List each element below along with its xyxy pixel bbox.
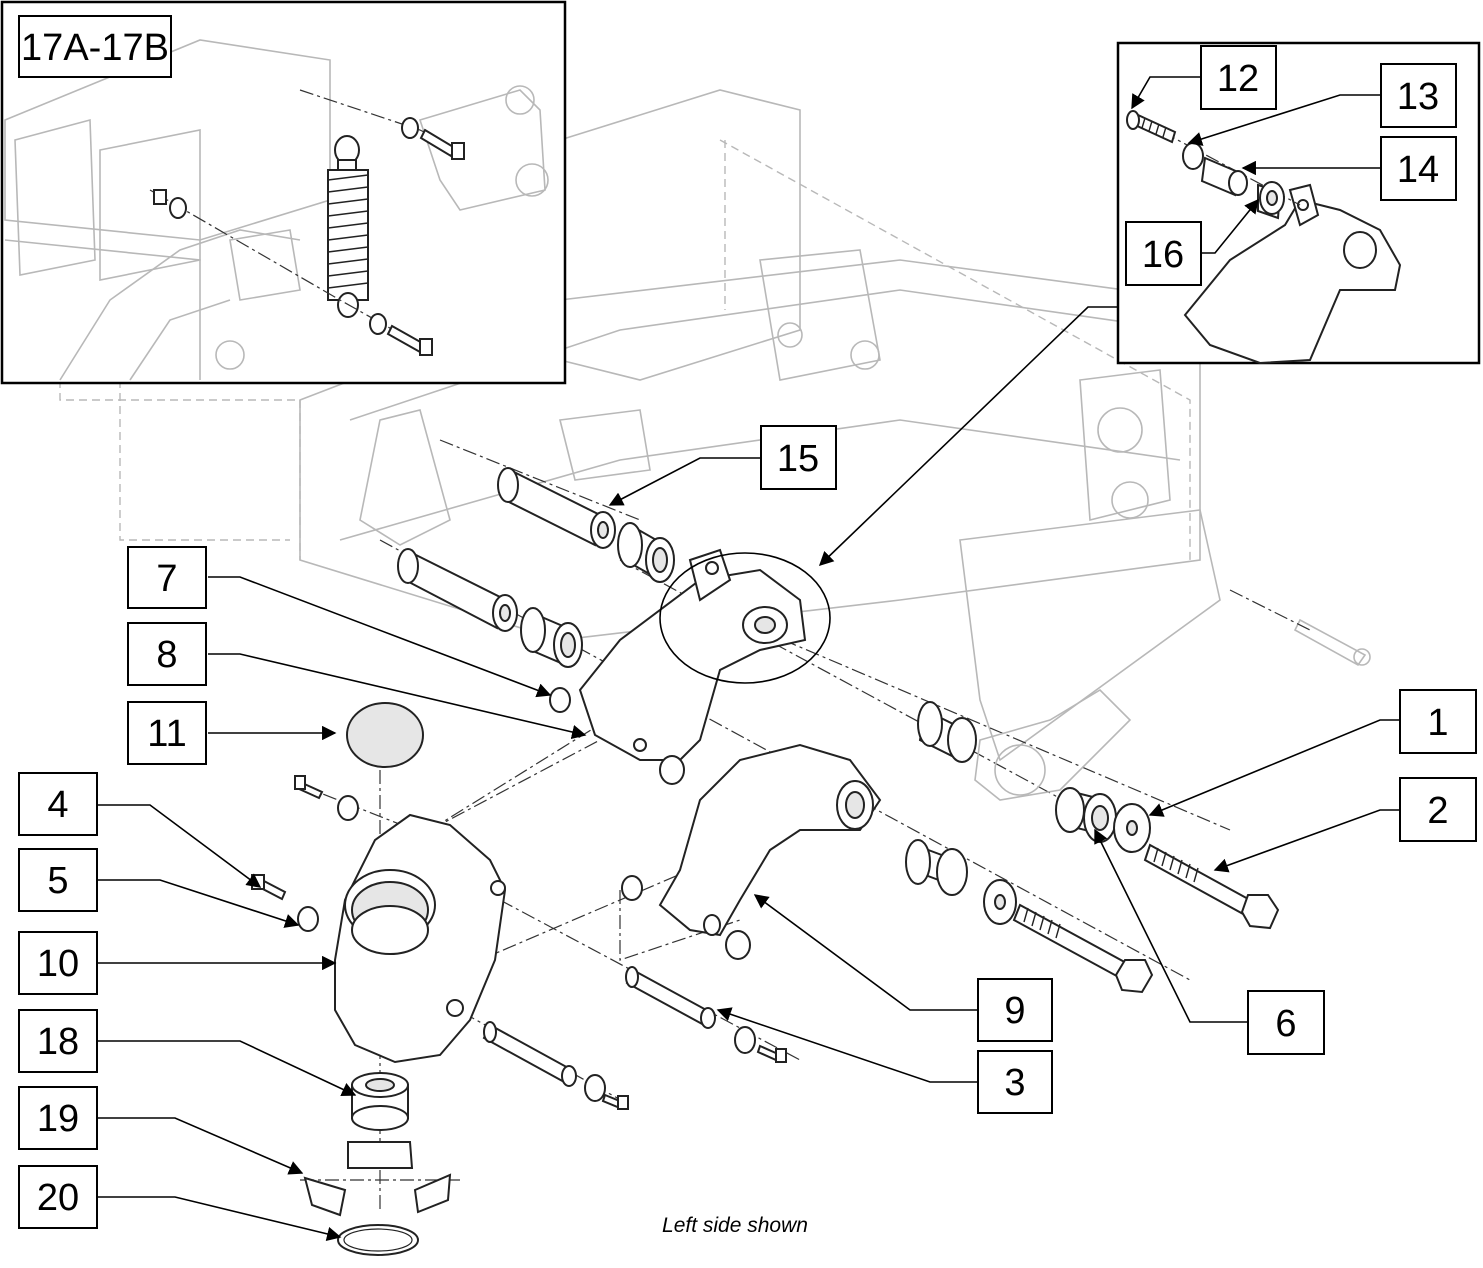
screw-top — [294, 775, 324, 800]
callout-5: 5 — [18, 848, 98, 912]
axle-pin-lower — [482, 1021, 577, 1087]
long-bolt-swing — [1012, 903, 1154, 994]
callout-11-text: 11 — [147, 713, 186, 755]
callout-6-text: 6 — [1275, 1003, 1296, 1045]
bushing-item-18 — [351, 1072, 409, 1131]
callout-10-text: 10 — [37, 943, 79, 985]
callout-7: 7 — [127, 546, 207, 609]
callout-13-text: 13 — [1397, 76, 1439, 118]
inset-washer-13 — [1182, 142, 1204, 170]
pivot-arm-assembly — [251, 467, 1280, 1256]
inset-bolt-lower — [386, 324, 433, 356]
callout-14-text: 14 — [1397, 149, 1439, 191]
callout-20-text: 20 — [37, 1177, 79, 1219]
callout-11: 11 — [127, 701, 207, 765]
callout-9-text: 9 — [1004, 990, 1025, 1032]
callout-8-text: 8 — [156, 634, 177, 676]
callout-19-text: 19 — [37, 1098, 79, 1140]
washer-top — [337, 795, 359, 821]
callout-16-text: 16 — [1142, 234, 1184, 276]
axle-pin-item-3 — [625, 966, 716, 1029]
callout-17a-17b-text: 17A-17B — [21, 27, 169, 69]
washer-item-3 — [734, 1026, 756, 1054]
callout-18-text: 18 — [37, 1021, 79, 1063]
bolt-item-2 — [1143, 843, 1280, 930]
snap-ring-item-20-inner — [343, 1228, 413, 1252]
inset-washer-left — [169, 197, 187, 219]
washer-item-1-hole — [1126, 820, 1138, 836]
callout-1: 1 — [1399, 689, 1477, 754]
shock-absorber — [327, 135, 369, 318]
callout-20: 20 — [18, 1165, 98, 1229]
inset-nut-left — [153, 189, 167, 205]
detail-highlight-circle — [659, 552, 831, 684]
rear-pivot-arm-ghost — [974, 688, 1132, 801]
leader-lines — [98, 76, 1400, 1241]
callout-5-text: 5 — [47, 860, 68, 902]
screw-item-4 — [251, 874, 287, 901]
callout-14: 14 — [1380, 136, 1457, 201]
washer-lower — [584, 1074, 606, 1102]
callout-17a-17b: 17A-17B — [18, 15, 172, 78]
swing-arm-item-9 — [621, 743, 882, 960]
washer-item-5 — [297, 906, 319, 932]
callout-15-text: 15 — [777, 438, 819, 480]
caster-housing-item-10 — [334, 813, 507, 1064]
callout-6: 6 — [1247, 990, 1325, 1055]
caption-left-side: Left side shown — [662, 1214, 808, 1237]
callout-2: 2 — [1399, 777, 1477, 842]
callout-15: 15 — [760, 425, 837, 490]
callout-7-text: 7 — [156, 558, 177, 600]
callout-3: 3 — [977, 1050, 1053, 1114]
inset-washer-upper — [401, 117, 419, 139]
inset-bushing-16 — [1257, 181, 1285, 220]
callout-labels: 17A-17B 12 13 14 16 15 7 8 — [18, 15, 1477, 1229]
callout-9: 9 — [977, 978, 1053, 1042]
callout-19: 19 — [18, 1086, 98, 1150]
callout-12-text: 12 — [1217, 58, 1259, 100]
inset-bolt-upper — [419, 128, 465, 160]
cap-item-11 — [346, 702, 424, 768]
bushing-item-6 — [1055, 787, 1117, 843]
wave-washer-item-19 — [303, 1173, 452, 1217]
callout-2-text: 2 — [1427, 790, 1448, 832]
bushing-tube-lower — [397, 548, 518, 632]
flange-bushing-15 — [617, 522, 675, 583]
callout-3-text: 3 — [1004, 1062, 1025, 1104]
callout-13: 13 — [1380, 63, 1457, 128]
callout-18: 18 — [18, 1009, 98, 1073]
flange-bushing-swing — [905, 839, 968, 896]
callout-4: 4 — [18, 772, 98, 836]
inset-bushing-14 — [1200, 156, 1248, 197]
callout-1-text: 1 — [1427, 702, 1448, 744]
callout-16: 16 — [1125, 221, 1202, 286]
callout-8: 8 — [127, 622, 207, 686]
screw-lower — [601, 1093, 629, 1110]
flange-bushing-mid — [520, 607, 583, 668]
pivot-arm-housing — [549, 548, 807, 785]
screw-item-3 — [756, 1044, 787, 1063]
spacer-item — [347, 1141, 414, 1169]
inset-bushing-detail — [1116, 41, 1481, 365]
callout-12: 12 — [1200, 45, 1277, 110]
callout-10: 10 — [18, 931, 98, 995]
inset-washer-lower — [369, 313, 387, 335]
washer-swing-hole — [994, 894, 1006, 910]
inset-detail-bracket — [1183, 183, 1402, 365]
callout-4-text: 4 — [47, 784, 68, 826]
inset-bolt-12 — [1126, 110, 1177, 144]
flange-bushing-right — [917, 701, 977, 763]
bushing-tube-upper — [497, 467, 616, 549]
